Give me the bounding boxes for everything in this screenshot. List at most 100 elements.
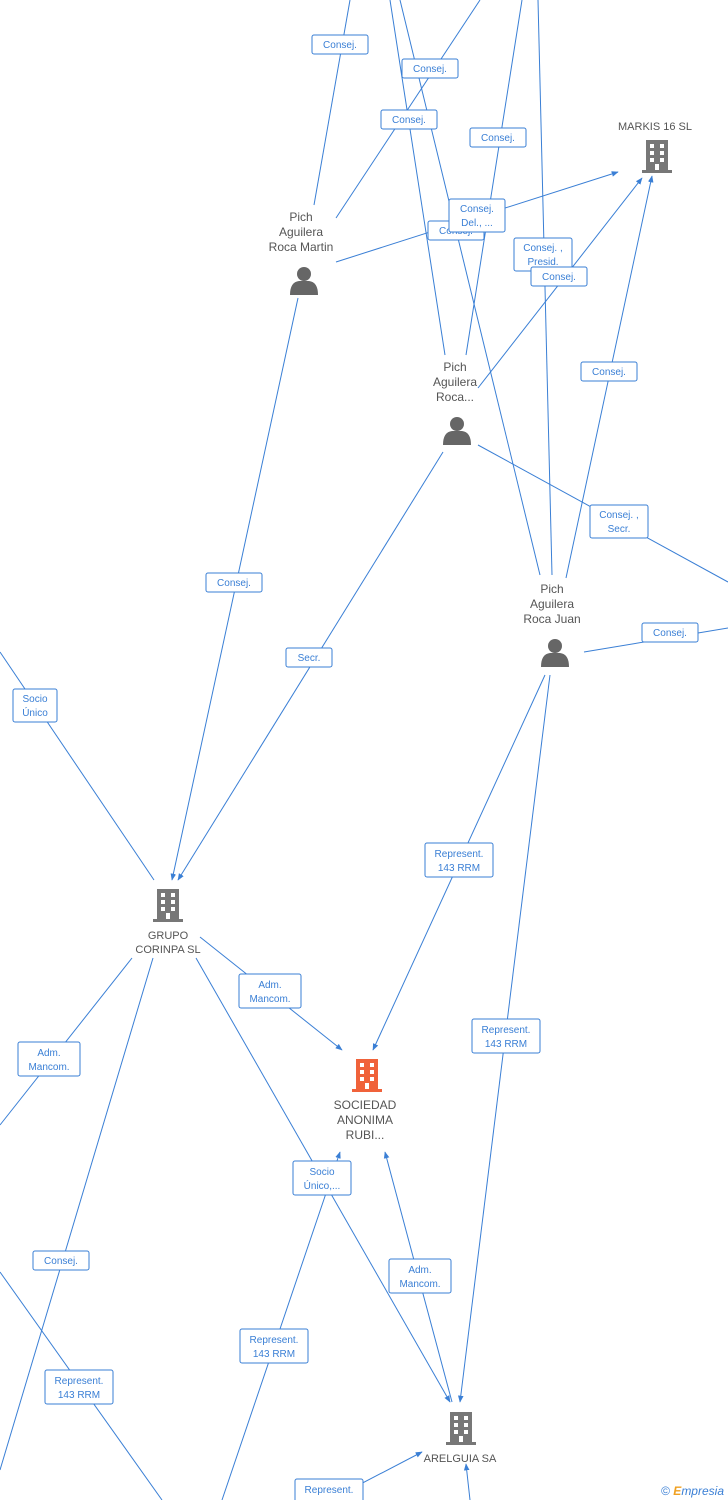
svg-text:143 RRM: 143 RRM	[438, 863, 480, 874]
svg-text:Consej.: Consej.	[542, 272, 576, 283]
edge	[537, 0, 553, 576]
svg-text:143 RRM: 143 RRM	[58, 1390, 100, 1401]
node-grupo-corinpa-sl[interactable]: GRUPO CORINPA SL	[135, 889, 201, 956]
svg-text:143 RRM: 143 RRM	[253, 1349, 295, 1360]
svg-text:Adm.: Adm.	[37, 1048, 60, 1059]
edge-label[interactable]: Adm. Mancom.	[388, 1258, 452, 1294]
node-pich-aguilera-roca[interactable]: Pich Aguilera Roca...	[433, 360, 477, 445]
edge-labels: Consej. Consej. Consej. Consej. Consej. …	[12, 34, 699, 1500]
node-label: Pich	[540, 582, 563, 596]
brand-name: mpresia	[681, 1484, 724, 1498]
svg-text:Del., ...: Del., ...	[461, 218, 493, 229]
edge-label[interactable]: Represent. 143 RRM	[239, 1328, 309, 1364]
svg-text:143 RRM: 143 RRM	[485, 1039, 527, 1050]
edge	[389, 0, 446, 356]
node-label: Pich	[443, 360, 466, 374]
edge-label[interactable]: Consej.	[380, 109, 438, 130]
node-label: Aguilera	[279, 225, 323, 239]
brand-initial: E	[673, 1484, 682, 1498]
edge	[0, 651, 155, 881]
edge-label[interactable]: Consej. , Presid.	[513, 237, 573, 272]
svg-text:Mancom.: Mancom.	[28, 1062, 69, 1073]
edge-label[interactable]: Represent. 143 RRM	[471, 1018, 541, 1054]
edge-label[interactable]: Adm. Mancom.	[238, 973, 302, 1009]
node-label: Roca Martin	[269, 240, 334, 254]
svg-text:Consej.: Consej.	[460, 204, 494, 215]
edge-label[interactable]: Represent.	[294, 1478, 364, 1500]
svg-text:Socio: Socio	[22, 694, 47, 705]
svg-text:Mancom.: Mancom.	[399, 1279, 440, 1290]
edge-label[interactable]: Represent. 143 RRM	[44, 1369, 114, 1405]
edge-label[interactable]: Socio Único	[12, 688, 58, 723]
node-markis-16-sl[interactable]: MARKIS 16 SL	[618, 121, 692, 173]
node-sociedad-anonima-rubi[interactable]: SOCIEDAD ANONIMA RUBI...	[334, 1059, 397, 1142]
svg-text:Consej.: Consej.	[413, 64, 447, 75]
building-icon	[153, 889, 183, 922]
edge-label[interactable]: Consej.	[32, 1250, 90, 1271]
edge	[335, 0, 481, 219]
edge	[0, 957, 154, 1471]
svg-text:Único,...: Único,...	[304, 1179, 341, 1192]
edge	[313, 0, 351, 206]
node-pich-aguilera-roca-martin[interactable]: Pich Aguilera Roca Martin	[269, 210, 334, 295]
edge-label[interactable]: Consej. , Secr.	[589, 504, 649, 539]
svg-text:Consej.: Consej.	[481, 133, 515, 144]
node-pich-aguilera-roca-juan[interactable]: Pich Aguilera Roca Juan	[523, 582, 581, 667]
node-label: Roca Juan	[523, 612, 580, 626]
svg-text:Secr.: Secr.	[298, 653, 321, 664]
svg-text:Represent.: Represent.	[482, 1025, 531, 1036]
person-icon	[443, 417, 471, 445]
edge-label[interactable]: Represent. 143 RRM	[424, 842, 494, 878]
edge-label[interactable]: Socio Único,...	[292, 1160, 352, 1196]
node-label: RUBI...	[346, 1128, 385, 1142]
svg-text:Secr.: Secr.	[608, 524, 631, 535]
svg-text:Socio: Socio	[309, 1167, 334, 1178]
building-icon	[352, 1059, 382, 1092]
edge-label[interactable]: Consej.	[205, 572, 263, 593]
node-label: SOCIEDAD	[334, 1098, 397, 1112]
edge	[399, 0, 541, 576]
edge-label[interactable]: Consej.	[530, 266, 588, 287]
svg-text:Mancom.: Mancom.	[249, 994, 290, 1005]
edge-label[interactable]: Consej.	[580, 361, 638, 382]
building-icon	[446, 1412, 476, 1445]
svg-text:Único: Único	[22, 706, 48, 719]
svg-text:Consej.: Consej.	[392, 115, 426, 126]
svg-text:Consej.: Consej.	[653, 628, 687, 639]
edge-label[interactable]: Consej.	[469, 127, 527, 148]
svg-text:Consej.: Consej.	[323, 40, 357, 51]
node-label: Pich	[289, 210, 312, 224]
edge	[465, 0, 523, 356]
edge-label[interactable]: Adm. Mancom.	[17, 1041, 81, 1077]
person-icon	[290, 267, 318, 295]
edge	[463, 1463, 471, 1500]
node-label: Aguilera	[530, 597, 574, 611]
node-label: ANONIMA	[337, 1113, 393, 1127]
copyright-icon: ©	[661, 1484, 670, 1498]
svg-text:Consej.: Consej.	[44, 1256, 78, 1267]
svg-text:Consej.: Consej.	[592, 367, 626, 378]
svg-text:Represent.: Represent.	[435, 849, 484, 860]
svg-text:Represent.: Represent.	[55, 1376, 104, 1387]
svg-text:Represent.: Represent.	[305, 1485, 354, 1496]
svg-text:Represent.: Represent.	[250, 1335, 299, 1346]
node-label: MARKIS 16 SL	[618, 121, 692, 133]
edge-label[interactable]: Consej.	[401, 58, 459, 79]
building-icon	[642, 140, 672, 173]
svg-text:Presid.: Presid.	[527, 257, 558, 268]
node-label: GRUPO	[148, 930, 189, 942]
edge-label[interactable]: Consej. Del., ...	[448, 198, 506, 233]
edge-label[interactable]: Consej.	[311, 34, 369, 55]
node-label: Roca...	[436, 390, 474, 404]
edge-label[interactable]: Consej.	[641, 622, 699, 643]
edge-label[interactable]: Secr.	[285, 647, 333, 668]
node-label: ARELGUIA SA	[424, 1453, 497, 1465]
person-icon	[541, 639, 569, 667]
svg-text:Adm.: Adm.	[258, 980, 281, 991]
node-label: Aguilera	[433, 375, 477, 389]
node-arelguia-sa[interactable]: ARELGUIA SA	[424, 1412, 497, 1465]
node-label: CORINPA SL	[135, 944, 200, 956]
edge	[221, 1151, 341, 1500]
svg-text:Consej.: Consej.	[217, 578, 251, 589]
